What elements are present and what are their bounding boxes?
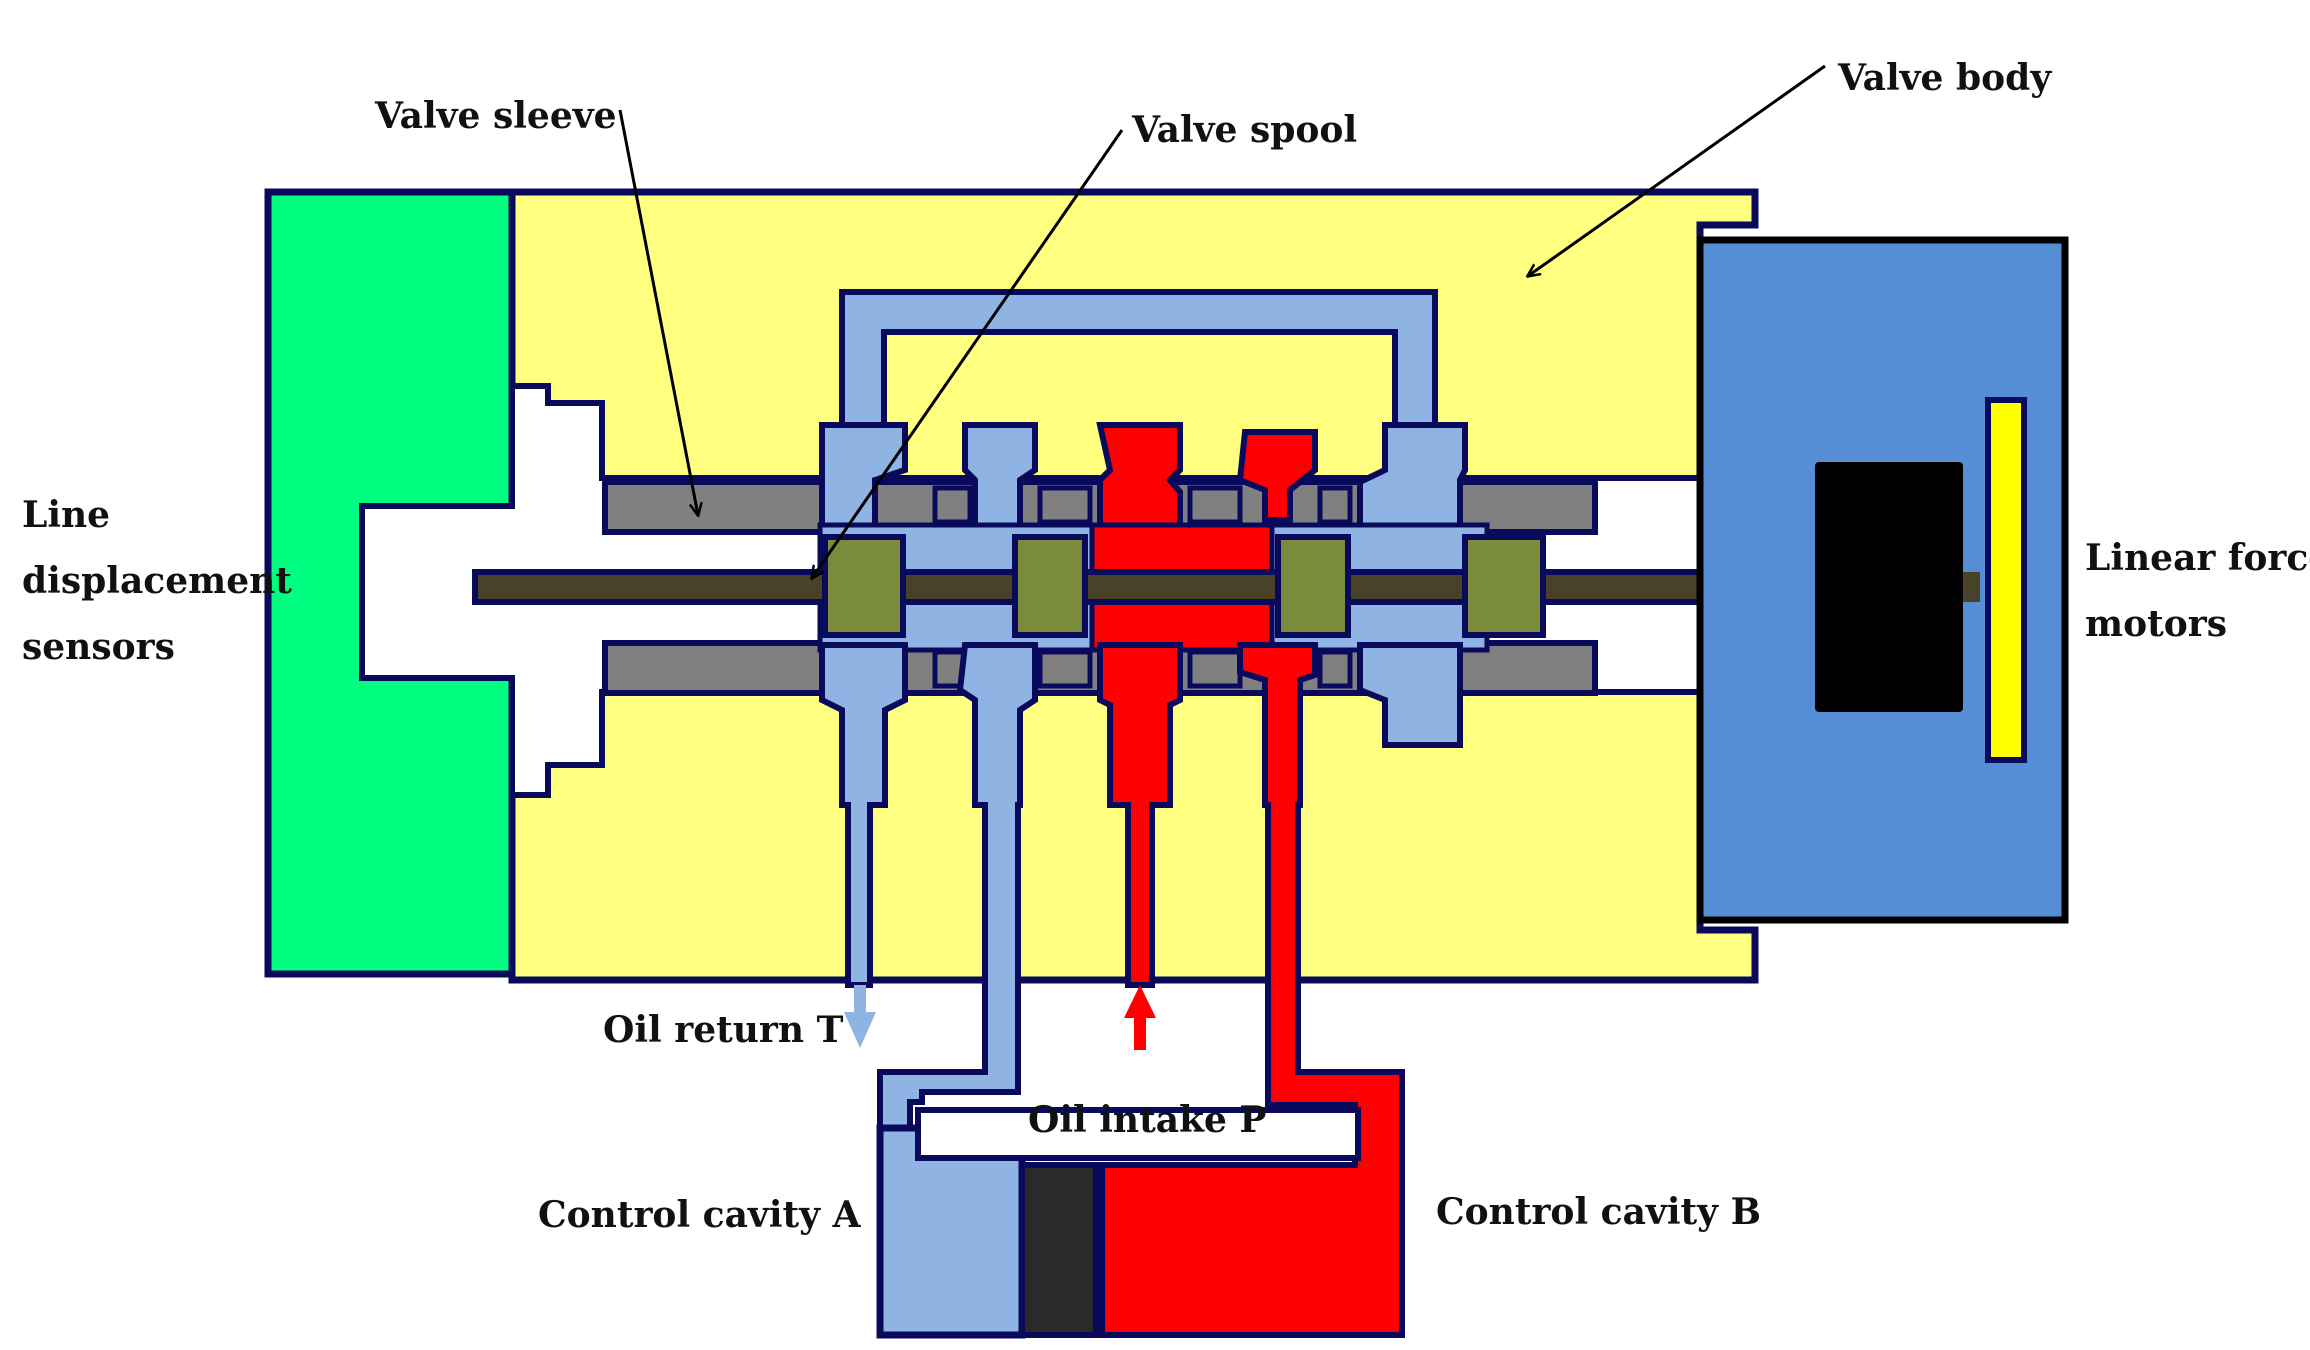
sleeve-notch-7: [1187, 649, 1243, 689]
motor-armature: [1985, 397, 2027, 763]
spool-land-3: [1275, 534, 1351, 638]
return-port-t: [819, 642, 908, 988]
channel-a: [877, 642, 1038, 1131]
spool-land-4: [1462, 534, 1546, 638]
valve-body-leader: [1528, 64, 1826, 276]
upper-port-3: [1096, 422, 1183, 543]
cylinder-piston: [1019, 1162, 1099, 1338]
lower-port-5: [1357, 642, 1463, 748]
valve-body-label: Valve body: [1837, 57, 2052, 99]
cylinder-intake-gap: [915, 1107, 1361, 1161]
oil-intake-arrow-icon: [1124, 985, 1156, 1050]
control-cavity-b-label: Control cavity B: [1436, 1191, 1761, 1233]
sleeve-notch-1: [932, 485, 973, 525]
sleeve-notch-8: [1317, 649, 1353, 689]
pressure-port-p: [1097, 642, 1183, 988]
sleeve-notch-4: [1317, 485, 1353, 525]
oil-return-label: Oil return T: [603, 1009, 844, 1051]
valve-spool-label: Valve spool: [1131, 109, 1357, 151]
oil-return-arrow-icon: [844, 985, 876, 1048]
line-displacement-sensors-label-line2: displacement: [22, 560, 292, 602]
line-displacement-sensors-label-line3: sensors: [22, 626, 175, 668]
spool-land-1: [822, 534, 906, 638]
motor-core: [1815, 462, 1963, 712]
oil-intake-label: Oil intake P: [1028, 1099, 1267, 1141]
line-displacement-sensors-label-line1: Line: [22, 494, 110, 536]
valve-sleeve-label: Valve sleeve: [374, 95, 617, 137]
spool-land-2: [1012, 534, 1088, 638]
motor-rod-extension: [1960, 572, 1980, 602]
valve-spool-leader: [812, 129, 1124, 578]
sleeve-notch-6: [1037, 649, 1093, 689]
sleeve-notch-3: [1187, 485, 1243, 525]
linear-force-motors-label-line2: motors: [2085, 603, 2227, 645]
sleeve-notch-2: [1037, 485, 1093, 525]
channel-b: [1099, 642, 1405, 1338]
upper-port-4: [1236, 429, 1318, 523]
linear-force-motors-label-line1: Linear force: [2085, 537, 2310, 579]
control-cavity-a-label: Control cavity A: [538, 1194, 862, 1236]
valve-sleeve-leader: [618, 109, 698, 515]
